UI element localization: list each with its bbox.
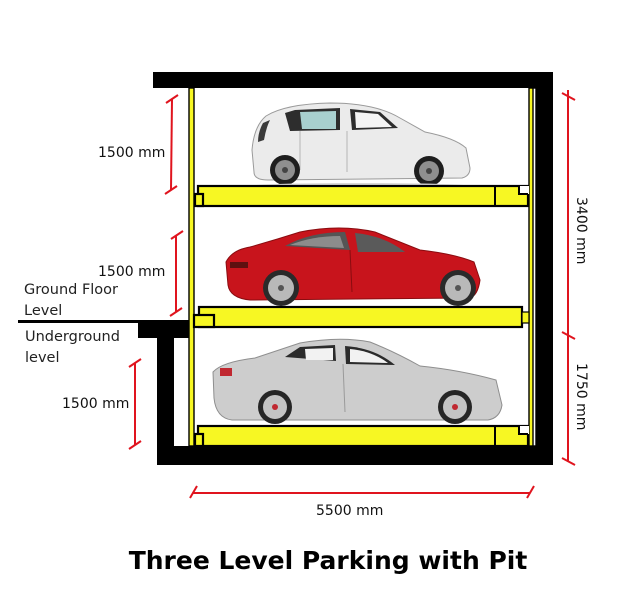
- label-width: 5500 mm: [316, 503, 383, 519]
- label-ground-floor-line1: Ground Floor: [24, 282, 118, 298]
- car-middle-red-sedan: [225, 227, 481, 306]
- diagram-title: Three Level Parking with Pit: [129, 546, 528, 575]
- dim-middle-clearance: [169, 230, 184, 317]
- label-underground-line2: level: [25, 350, 59, 366]
- roof-slab: [153, 72, 553, 88]
- ground-line: [18, 320, 138, 323]
- car-bottom-silver-sedan: [212, 338, 503, 424]
- structure: [18, 72, 553, 465]
- label-pit-clearance: 1500 mm: [62, 396, 129, 412]
- platform-bottom: [193, 424, 530, 448]
- right-post-outer: [532, 87, 537, 447]
- label-height-above-ground: 3400 mm: [573, 197, 589, 264]
- car-top-hatchback: [250, 102, 471, 189]
- label-pit-depth: 1750 mm: [573, 363, 589, 430]
- left-post: [188, 87, 195, 447]
- label-underground-line1: Underground: [25, 329, 120, 345]
- platform-middle: [192, 305, 530, 329]
- label-middle-clearance: 1500 mm: [98, 264, 165, 280]
- dim-pit-clearance: [128, 358, 142, 450]
- platform-top: [193, 184, 530, 208]
- right-wall: [536, 72, 553, 465]
- dim-pit-depth: [561, 336, 576, 466]
- label-ground-floor-line2: Level: [24, 303, 62, 319]
- dim-top-clearance: [164, 94, 179, 195]
- dim-width: [189, 485, 535, 499]
- dimension-lines: [128, 90, 576, 499]
- label-top-clearance: 1500 mm: [98, 145, 165, 161]
- dim-height-above-ground: [561, 90, 576, 340]
- pit-floor: [157, 446, 553, 465]
- lift-posts: [188, 87, 537, 447]
- pit-left-wall: [157, 320, 174, 465]
